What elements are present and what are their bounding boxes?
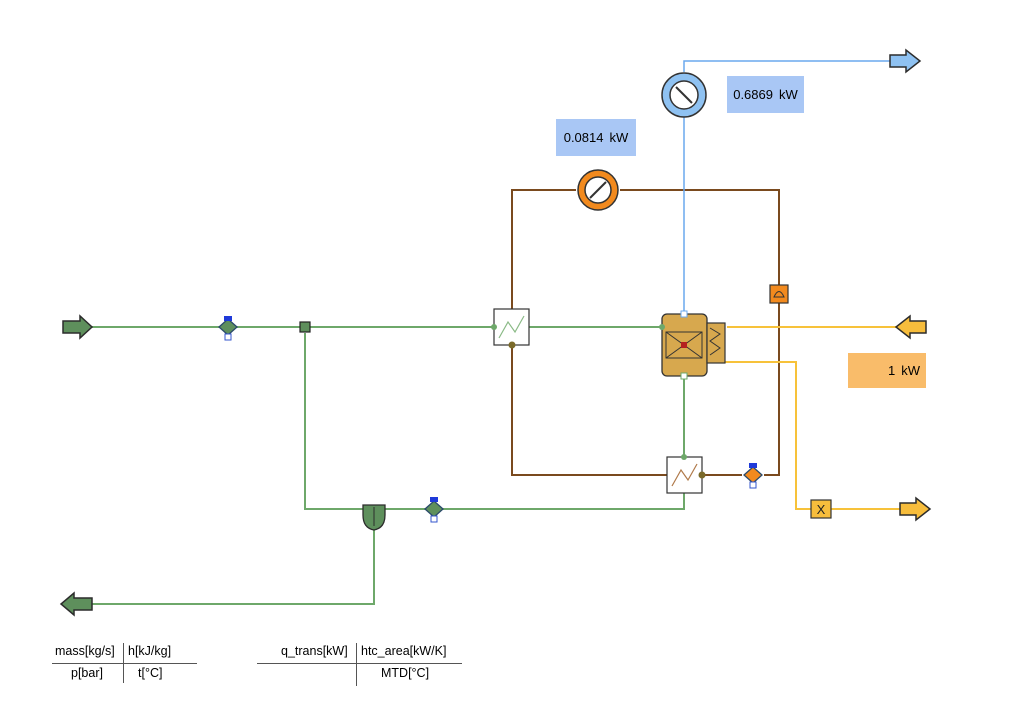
legend-temperature: t[°C] xyxy=(138,666,163,680)
evaporator-port-left xyxy=(659,324,665,330)
legend-q-trans: q_trans[kW] xyxy=(281,644,348,658)
loop-valve-icon xyxy=(743,466,763,484)
power-out-value: 0.6869 xyxy=(733,87,773,102)
loop-drum-icon xyxy=(773,291,785,298)
feed-valve-actuator xyxy=(224,316,232,321)
yellow-pipes xyxy=(712,326,902,510)
heat-inlet-arrow[interactable] xyxy=(894,314,927,340)
brown-loop xyxy=(511,189,780,476)
blue-pipes xyxy=(683,60,890,314)
preheater-port-left xyxy=(491,324,497,330)
pump-slash xyxy=(589,181,607,199)
return-valve-icon xyxy=(424,500,444,518)
heat-legend-divider-v xyxy=(356,643,357,686)
loop-right-lower xyxy=(764,303,780,476)
turbine-outlet-pipe xyxy=(683,60,890,72)
preheater[interactable] xyxy=(491,308,530,349)
recuperator-zigzag-icon xyxy=(671,463,698,487)
return-valve-actuator xyxy=(430,497,438,502)
loop-valve[interactable] xyxy=(743,463,763,489)
loop-valve-actuator xyxy=(749,463,757,468)
heat-legend-divider-h xyxy=(257,663,462,664)
pump[interactable] xyxy=(577,169,619,211)
feed-inlet-arrow[interactable] xyxy=(62,314,94,340)
evaporator-port-top xyxy=(680,310,688,318)
turbine[interactable] xyxy=(661,72,707,118)
loop-top-right xyxy=(620,189,780,285)
loop-drum-body xyxy=(769,284,789,304)
green-pipes xyxy=(92,326,685,605)
legend-divider-v xyxy=(123,643,124,683)
evaporator-inner-box xyxy=(665,331,703,359)
throttle[interactable]: X xyxy=(810,499,832,519)
branch-pipe xyxy=(304,333,363,510)
recuperator-port-top xyxy=(681,454,687,460)
preheater-zigzag-icon xyxy=(498,315,525,339)
recuperator-port-right xyxy=(698,471,706,479)
evaporator-coil-box xyxy=(706,322,726,364)
return-valve-port xyxy=(430,515,438,523)
evaporator-port-bottom xyxy=(680,372,688,380)
feed-valve[interactable] xyxy=(218,316,238,341)
blue-outlet-arrow[interactable] xyxy=(889,48,922,74)
legend-divider-h xyxy=(52,663,197,664)
throttle-x-icon: X xyxy=(817,502,826,517)
turbine-slash xyxy=(675,86,693,104)
heat-return-pipe xyxy=(712,361,811,510)
evaporator[interactable] xyxy=(659,310,726,380)
stream-legend: mass[kg/s] h[kJ/kg] p[bar] t[°C] xyxy=(52,643,197,683)
heat-input-label: 1 kW xyxy=(848,353,926,388)
motor-power-label: 0.0814 kW xyxy=(556,119,636,156)
loop-drum[interactable] xyxy=(769,284,789,304)
legend-enthalpy: h[kJ/kg] xyxy=(128,644,172,658)
heat-input-unit: kW xyxy=(901,363,920,378)
drain-pipe xyxy=(92,530,375,605)
motor-power-unit: kW xyxy=(609,130,629,145)
return-valve[interactable] xyxy=(424,497,444,523)
motor-power-value: 0.0814 xyxy=(563,130,604,145)
heat-input-value: 1 xyxy=(887,363,896,378)
legend-mass: mass[kg/s] xyxy=(55,644,115,658)
return-pipe xyxy=(385,493,685,510)
loop-top-left xyxy=(511,189,576,309)
splitter-node[interactable] xyxy=(299,321,311,333)
recuperator[interactable] xyxy=(666,454,706,494)
evaporator-coil-icon xyxy=(709,327,721,356)
legend-pressure: p[bar] xyxy=(71,666,103,680)
heat-legend: q_trans[kW] htc_area[kW/K] MTD[°C] xyxy=(257,643,462,686)
power-out-unit: kW xyxy=(778,87,798,102)
preheater-port-bottom xyxy=(508,341,516,349)
separator[interactable] xyxy=(362,504,386,531)
drain-outlet-arrow[interactable] xyxy=(59,591,93,617)
heat-outlet-arrow[interactable] xyxy=(899,496,932,522)
power-out-label: 0.6869 kW xyxy=(727,76,804,113)
loop-bottom-left xyxy=(511,345,667,476)
feed-valve-icon xyxy=(218,318,238,336)
evaporator-center-node xyxy=(681,342,687,348)
throttle-body xyxy=(810,499,832,519)
legend-mtd: MTD[°C] xyxy=(381,666,430,680)
loop-valve-port xyxy=(749,481,757,489)
feed-valve-port xyxy=(224,333,232,341)
legend-htc-area: htc_area[kW/K] xyxy=(361,644,447,658)
